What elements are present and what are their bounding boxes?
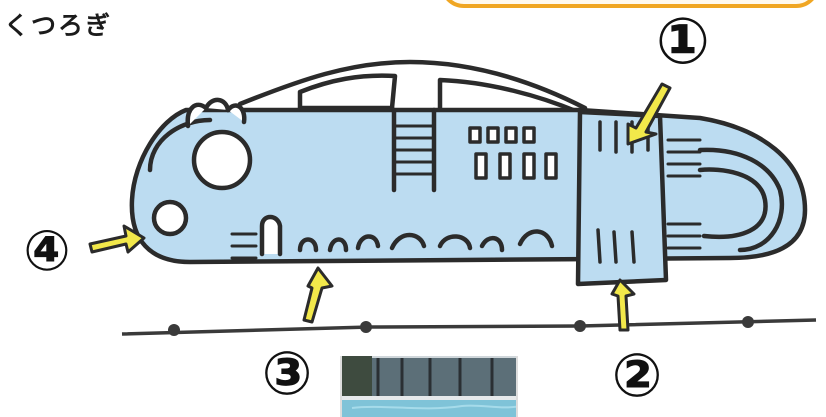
arrow-3	[304, 268, 332, 322]
rail-track	[122, 316, 816, 336]
pool-photo-image	[342, 356, 518, 417]
train-drawing	[132, 62, 805, 284]
marker-1: ①	[646, 10, 720, 74]
track-node	[742, 316, 754, 328]
track-node	[168, 324, 180, 336]
pool-photo	[340, 356, 518, 417]
track-node	[574, 320, 586, 332]
track-node	[360, 321, 372, 333]
marker-2: ②	[602, 346, 672, 406]
arrow-2	[612, 280, 634, 330]
marker-3: ③	[252, 344, 322, 404]
marker-4: ④	[14, 224, 80, 280]
